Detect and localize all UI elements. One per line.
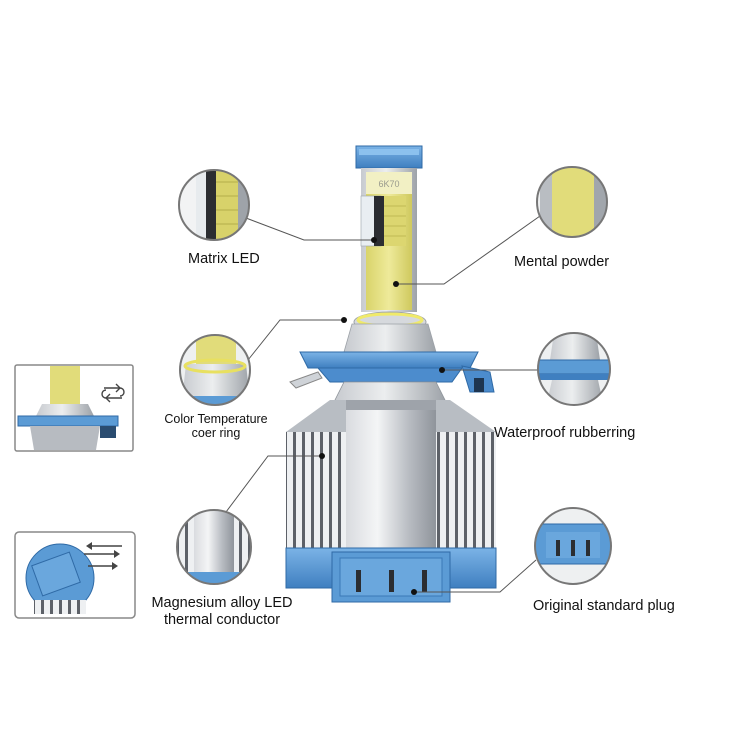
- zoom-mental-powder: [536, 166, 608, 238]
- label-mental-powder: Mental powder: [514, 254, 610, 270]
- switch-arrows-icon: [101, 383, 125, 403]
- label-magnesium-line2: thermal conductor: [163, 612, 281, 628]
- label-color-ring: Color Temperature coer ring: [154, 412, 278, 440]
- heatsink-marking: 6K70: [378, 179, 399, 189]
- label-color-ring-line1: Color Temperature: [164, 412, 268, 426]
- leader-lines: [225, 215, 541, 595]
- zoom-color-ring: [179, 334, 251, 406]
- label-plug: Original standard plug: [533, 598, 675, 614]
- zoom-magnesium: [176, 509, 252, 585]
- zoom-waterproof-ring: [537, 332, 611, 406]
- label-waterproof: Waterproof rubberring: [494, 425, 636, 441]
- label-magnesium: Magnesium alloy LED thermal conductor: [140, 595, 304, 629]
- zoom-plug: [534, 507, 612, 585]
- led-chip-strip: [360, 195, 406, 247]
- label-magnesium-line1: Magnesium alloy LED: [151, 595, 293, 611]
- zoom-matrix-led: [178, 169, 250, 241]
- label-matrix-led: Matrix LED: [188, 251, 260, 267]
- inset-plug: [14, 531, 136, 619]
- bulb-illustration: 6K70: [285, 145, 497, 603]
- inset-rotate: [14, 364, 134, 452]
- label-color-ring-line2: coer ring: [191, 426, 241, 440]
- swap-arrows-icon: [84, 542, 122, 570]
